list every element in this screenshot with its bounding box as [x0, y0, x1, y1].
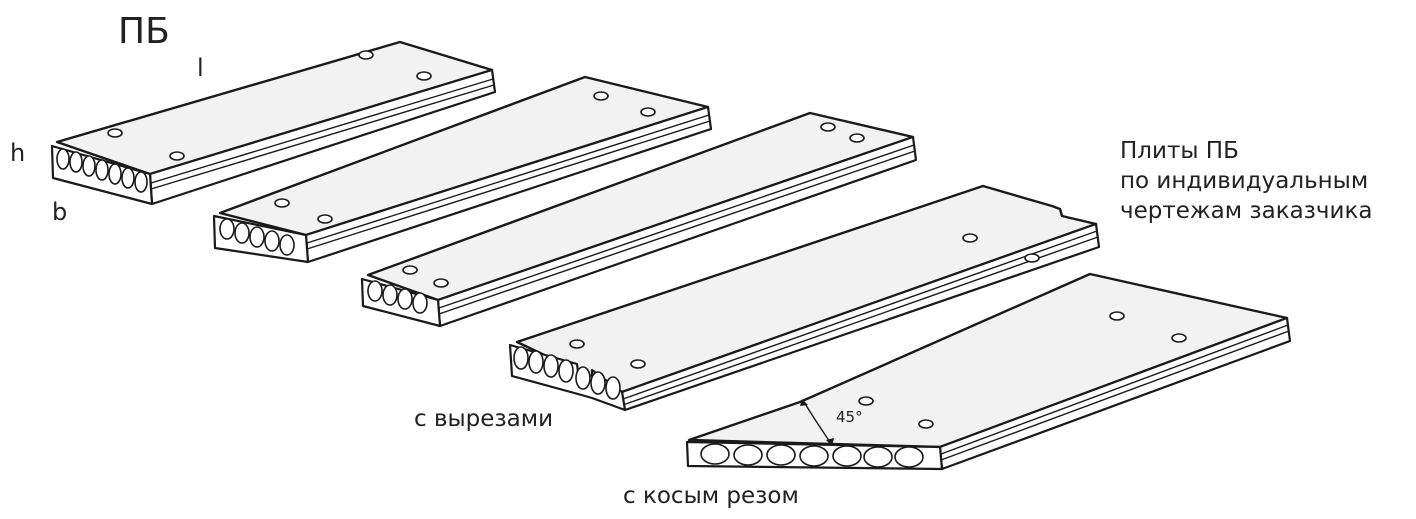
angle-label: 45°	[836, 408, 863, 426]
slab-5-cores	[700, 443, 924, 468]
slab-4-cores	[513, 346, 621, 400]
custom-drawings-caption: Плиты ПБ по индивидуальным чертежам зака…	[1120, 136, 1372, 226]
slab-standard-1	[50, 40, 497, 206]
slab-2-cores	[219, 218, 295, 256]
slab-standard-2	[212, 75, 713, 264]
dimension-width-label: b	[52, 198, 68, 226]
cutouts-caption: с вырезами	[414, 406, 554, 432]
oblique-cut-caption: с косым резом	[623, 483, 799, 509]
slab-1-cores	[56, 148, 148, 193]
slab-3-cores	[367, 280, 428, 314]
dimension-length-label: l	[197, 54, 204, 82]
page-title: ПБ	[118, 11, 170, 52]
dimension-height-label: h	[10, 139, 26, 167]
custom-caption-line-2: по индивидуальным	[1120, 168, 1369, 194]
slab-with-cutouts	[508, 184, 1101, 412]
slab-oblique-cut	[685, 272, 1292, 471]
slab-standard-3	[360, 111, 918, 328]
custom-caption-line-1: Плиты ПБ	[1120, 138, 1239, 164]
custom-caption-line-3: чертежам заказчика	[1120, 198, 1373, 224]
